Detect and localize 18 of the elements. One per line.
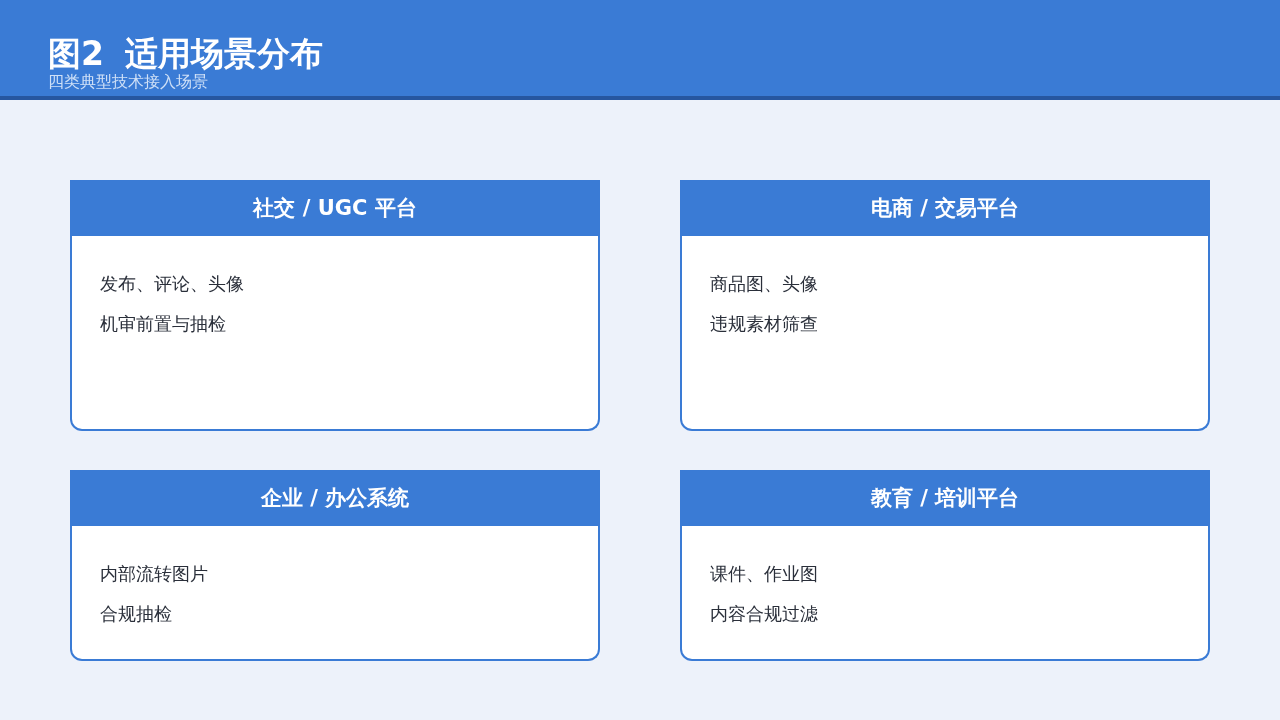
subtitle: 四类典型技术接入场景 [48,72,208,92]
list-item: 发布、评论、头像 [100,272,244,296]
scenario-card [680,180,1210,431]
list-item: 机审前置与抽检 [100,312,226,336]
list-item: 课件、作业图 [710,562,818,586]
scenario-card [680,470,1210,661]
list-item: 内部流转图片 [100,562,208,586]
card-header: 教育 / 培训平台 [680,470,1210,526]
list-item: 合规抽检 [100,602,172,626]
card-header: 社交 / UGC 平台 [70,180,600,236]
list-item: 内容合规过滤 [710,602,818,626]
card-header: 电商 / 交易平台 [680,180,1210,236]
list-item: 商品图、头像 [710,272,818,296]
card-header: 企业 / 办公系统 [70,470,600,526]
scenario-card [70,180,600,431]
title: 图2 适用场景分布 [48,33,324,74]
list-item: 违规素材筛查 [710,312,818,336]
scenario-card [70,470,600,661]
